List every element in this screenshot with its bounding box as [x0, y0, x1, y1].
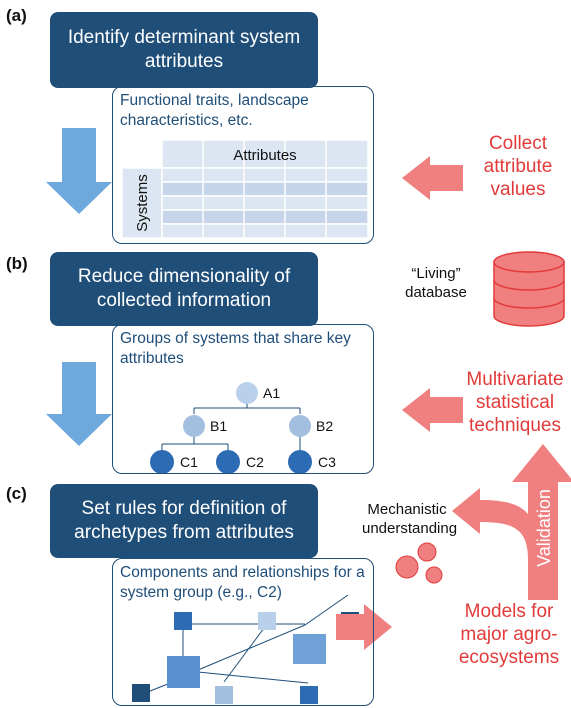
- branch-arrow: [452, 488, 536, 560]
- panel-b-label: (b): [6, 254, 28, 273]
- panel-c-label: (c): [6, 484, 27, 503]
- panel-b-box: Groups of systems that share key attribu…: [112, 324, 374, 474]
- gears-icon: [395, 542, 443, 584]
- table-side-systems: Systems: [134, 174, 151, 232]
- node-a1: [236, 382, 258, 404]
- down-arrow-a: [46, 128, 112, 214]
- network-node-1: [174, 612, 192, 630]
- network-node-8: [300, 686, 318, 704]
- step-c-box: Set rules for definition of archetypes f…: [50, 484, 318, 558]
- down-arrow-b: [46, 362, 112, 446]
- node-c1: [150, 450, 174, 474]
- panel-a-title: Functional traits, landscape characteris…: [120, 92, 309, 129]
- tree-label-c3: C3: [318, 454, 336, 470]
- network-node-5: [293, 634, 326, 664]
- panel-c-box: Components and relationships for a syste…: [112, 558, 374, 706]
- tree-label-c2: C2: [246, 454, 264, 470]
- collect-values-text: Collect attribute values: [483, 133, 553, 200]
- table-header-attributes: Attributes: [233, 147, 296, 164]
- living-database-text: “Living” database: [405, 265, 467, 301]
- network-node-2: [258, 612, 276, 630]
- attribute-table: [121, 139, 369, 239]
- node-c3: [288, 450, 312, 474]
- node-c2: [216, 450, 240, 474]
- node-b1: [183, 415, 205, 437]
- validation-label: Validation: [534, 489, 554, 567]
- tree-label-a1: A1: [263, 385, 280, 401]
- database-icon: [493, 251, 565, 327]
- step-a-box: Identify determinant system attributes: [50, 12, 318, 88]
- panel-b-title: Groups of systems that share key attribu…: [120, 330, 351, 367]
- panel-a-box: Functional traits, landscape characteris…: [112, 86, 374, 244]
- hierarchy-tree: [161, 402, 301, 451]
- multivariate-text: Multivariate statistical techniques: [466, 369, 564, 436]
- validation-arrow: [512, 444, 571, 600]
- network-node-4: [167, 656, 200, 688]
- tree-label-b1: B1: [210, 418, 227, 434]
- mechanistic-text: Mechanistic understanding: [362, 501, 458, 537]
- network-node-7: [215, 686, 233, 704]
- models-text: Models for major agro-ecosystems: [458, 601, 560, 668]
- red-arrow-multivariate: [402, 388, 463, 432]
- network-node-6: [132, 684, 150, 702]
- tree-label-b2: B2: [316, 418, 333, 434]
- red-arrow-models: [336, 604, 392, 650]
- tree-label-c1: C1: [180, 454, 198, 470]
- panel-c-title: Components and relationships for a syste…: [120, 564, 365, 601]
- panel-a-label: (a): [6, 6, 27, 25]
- node-b2: [289, 415, 311, 437]
- step-b-box: Reduce dimensionality of collected infor…: [50, 252, 318, 326]
- red-arrow-collect: [402, 156, 463, 200]
